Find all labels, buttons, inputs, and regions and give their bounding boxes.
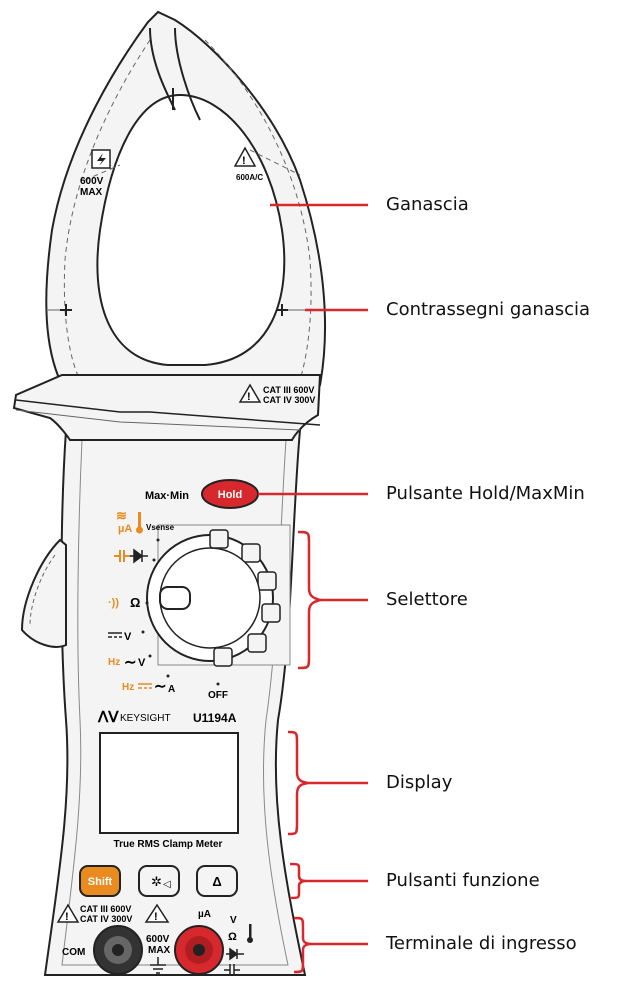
callout-hold: Pulsante Hold/MaxMin xyxy=(386,483,585,504)
brand-name: KEYSIGHT xyxy=(120,713,171,724)
trigger-grip xyxy=(22,540,66,647)
dial-off-label: OFF xyxy=(208,690,228,701)
dial-pos-dot xyxy=(217,683,220,686)
shift-button-label[interactable]: Shift xyxy=(88,876,113,888)
callout-selettore: Selettore xyxy=(386,589,468,610)
terminal-ua-label: µA xyxy=(198,909,211,920)
jaw-lightning-icon xyxy=(92,150,110,168)
jaw xyxy=(46,12,325,385)
dial-acv-label: V xyxy=(138,657,146,669)
terminal-v-label: V xyxy=(230,915,237,926)
max-voltage-1: 600V xyxy=(146,934,170,945)
callout-contrassegni: Contrassegni ganascia xyxy=(386,299,590,320)
dial-a-label: A xyxy=(168,684,175,695)
callout-funzione: Pulsanti funzione xyxy=(386,870,540,891)
jaw-rating-left-1: 600V xyxy=(80,176,104,187)
hold-button-label[interactable]: Hold xyxy=(218,489,242,501)
com-terminal[interactable] xyxy=(94,926,142,974)
terminal-ohm-label: Ω xyxy=(228,931,237,943)
jaw-rating-right: 600A/C xyxy=(236,173,263,182)
callout-terminale: Terminale di ingresso xyxy=(386,933,577,954)
dial-pos-dot xyxy=(142,631,145,634)
svg-text:!: ! xyxy=(242,155,246,167)
model-number: U1194A xyxy=(193,711,237,725)
dial-pos-dot xyxy=(146,602,149,605)
callout-display: Display xyxy=(386,772,452,793)
delta-button-label[interactable]: Δ xyxy=(212,874,221,889)
dial-pos-dot xyxy=(157,539,160,542)
collar-cat-iv: CAT IV 300V xyxy=(263,395,315,405)
svg-text:!: ! xyxy=(154,911,158,923)
meter-subtitle: True RMS Clamp Meter xyxy=(114,839,223,850)
ac-wave-icon: ∼ xyxy=(124,654,137,671)
lcd-display xyxy=(100,733,238,833)
dial-vsense-label: Vsense xyxy=(146,523,175,532)
backlight-icon: ✲ xyxy=(151,874,162,889)
terminal-cat-iii: CAT III 600V xyxy=(80,904,131,914)
callout-ganascia: Ganascia xyxy=(386,194,469,215)
svg-text:!: ! xyxy=(247,391,251,403)
com-label: COM xyxy=(62,947,85,958)
ac-current-wave-icon: ∼ xyxy=(154,678,167,695)
dial-dcv-label: V xyxy=(124,631,132,643)
dial-pos-dot xyxy=(149,655,152,658)
dial-ua-label: µA xyxy=(118,523,132,535)
input-terminal[interactable] xyxy=(175,926,223,974)
dial-pos-dot xyxy=(153,559,156,562)
keysight-logo-icon: ᐱᐯ xyxy=(97,709,119,726)
max-min-label: Max·Min xyxy=(145,490,189,502)
dial-a-hz-label: Hz xyxy=(122,682,134,693)
dial-pos-dot xyxy=(167,675,170,678)
speaker-icon: ◁ xyxy=(163,879,171,890)
jaw-rating-left-2: MAX xyxy=(80,187,103,198)
collar-cat-iii: CAT III 600V xyxy=(263,385,314,395)
svg-text:!: ! xyxy=(65,911,69,923)
terminal-cat-iv: CAT IV 300V xyxy=(80,914,132,924)
max-voltage-2: MAX xyxy=(148,945,171,956)
continuity-icon: ·)) xyxy=(108,597,119,609)
dial-ac-dc-icon: ≋ xyxy=(116,508,127,523)
dial-acv-hz-label: Hz xyxy=(108,657,120,668)
dial-ohm-label: Ω xyxy=(130,595,140,610)
